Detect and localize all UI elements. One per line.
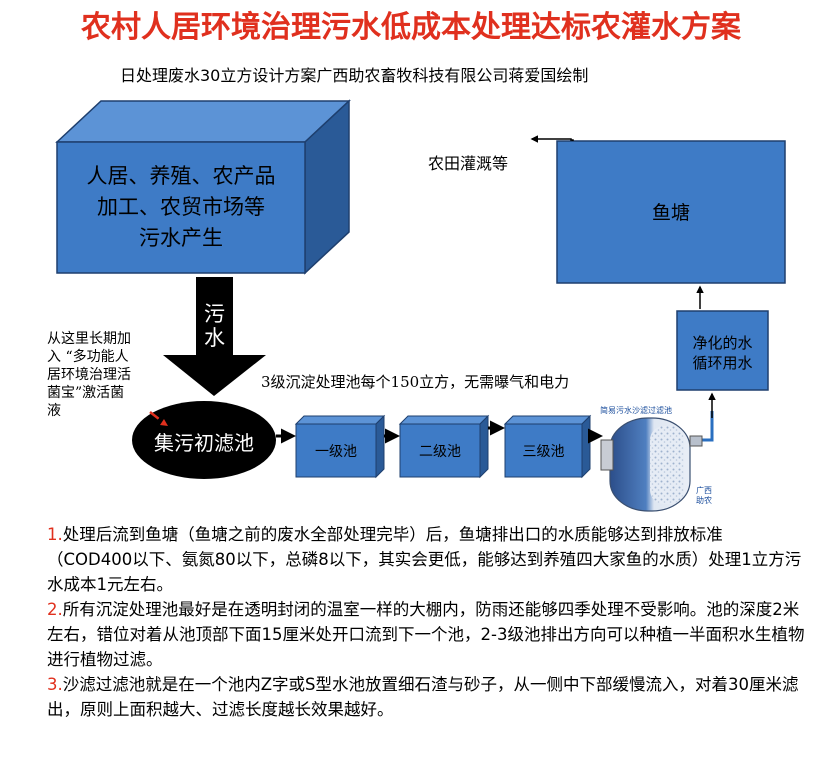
recycle-box	[676, 310, 769, 391]
source-box-line-2: 加工、农贸市场等	[97, 195, 265, 219]
additive-note-line-5: 液	[47, 403, 61, 419]
main-title: 农村人居环境治理污水低成本处理达标农灌水方案	[81, 10, 741, 45]
stage-box-3	[503, 414, 592, 479]
source-box-text: 人居、养殖、农产品 加工、农贸市场等 污水产生	[57, 161, 305, 254]
additive-note-line-4: 菌宝”激活菌	[47, 385, 125, 401]
fish-pond-label: 鱼塘	[651, 202, 690, 224]
source-box-front	[56, 141, 306, 274]
stage-label-2: 二级池	[419, 444, 461, 460]
process-diagram	[55, 99, 786, 512]
filter-tank-caption: 简易污水沙滤过滤池	[600, 406, 672, 415]
additive-note: 从这里长期加 入 “多功能人 居环境治理活 菌宝”激活菌 液	[47, 330, 131, 420]
note-2-number: 2.	[47, 600, 63, 619]
filter-tank-brand: 广西 助农	[696, 486, 712, 506]
collect-pool-label: 集污初滤池	[154, 431, 254, 455]
down-arrow-label-char-1: 污	[204, 302, 225, 326]
note-3-text: 沙滤过滤池就是在一个池内Z字或S型水池放置细石渣与砂子，从一侧中下部缓慢流入，对…	[47, 675, 799, 719]
filter-tank-brand-line-1: 广西	[696, 486, 712, 495]
note-2: 2.所有沉淀处理池最好是在透明封闭的温室一样的大棚内，防雨还能够四季处理不受影响…	[47, 597, 807, 672]
note-1: 1.处理后流到鱼塘（鱼塘之前的废水全部处理完毕）后，鱼塘排出口的水质能够达到排放…	[47, 522, 807, 597]
filter-tank-media	[650, 426, 684, 504]
down-arrow	[163, 277, 266, 396]
down-arrow-label: 污 水	[196, 302, 233, 350]
recycle-box-line-1: 净化的水	[692, 334, 753, 352]
additive-pointer-head	[160, 419, 168, 426]
fish-pond-box	[556, 140, 786, 284]
stage-box-2	[398, 414, 490, 479]
source-box	[55, 99, 351, 275]
down-arrow-label-char-2: 水	[204, 326, 225, 350]
irrigation-label: 农田灌溉等	[428, 154, 509, 173]
recycle-box-line-2: 循环用水	[692, 354, 753, 372]
filter-tank-valve	[600, 439, 614, 471]
filter-tank-image	[600, 411, 714, 512]
additive-note-line-3: 居环境治理活	[47, 367, 131, 383]
note-1-number: 1.	[47, 525, 63, 544]
recycle-box-text: 净化的水 循环用水	[677, 333, 768, 373]
stage-label-1: 一级池	[315, 444, 357, 460]
note-3: 3.沙滤过滤池就是在一个池内Z字或S型水池放置细石渣与砂子，从一侧中下部缓慢流入…	[47, 672, 807, 722]
filter-tank-outlet-pipe	[700, 411, 714, 442]
notes-section: 1.处理后流到鱼塘（鱼塘之前的废水全部处理完毕）后，鱼塘排出口的水质能够达到排放…	[47, 522, 807, 722]
source-box-line-1: 人居、养殖、农产品	[86, 164, 276, 188]
stage-label-3: 三级池	[522, 444, 565, 460]
note-1-text: 处理后流到鱼塘（鱼塘之前的废水全部处理完毕）后，鱼塘排出口的水质能够达到排放标准…	[47, 525, 802, 594]
filter-tank-brand-line-2: 助农	[696, 496, 712, 505]
sediment-caption: 3级沉淀处理池每个150立方，无需曝气和电力	[261, 373, 570, 391]
note-2-text: 所有沉淀处理池最好是在透明封闭的温室一样的大棚内，防雨还能够四季处理不受影响。池…	[47, 600, 805, 669]
note-3-number: 3.	[47, 675, 63, 694]
subtitle: 日处理废水30立方设计方案广西助农畜牧科技有限公司蒋爱国绘制	[120, 66, 589, 85]
additive-note-line-2: 入 “多功能人	[47, 349, 129, 365]
arrow-pond-to-irrigation	[530, 135, 574, 143]
stage-box-1	[294, 414, 386, 479]
additive-note-line-1: 从这里长期加	[47, 331, 131, 347]
source-box-top	[55, 100, 351, 143]
source-box-line-3: 污水产生	[139, 226, 223, 250]
